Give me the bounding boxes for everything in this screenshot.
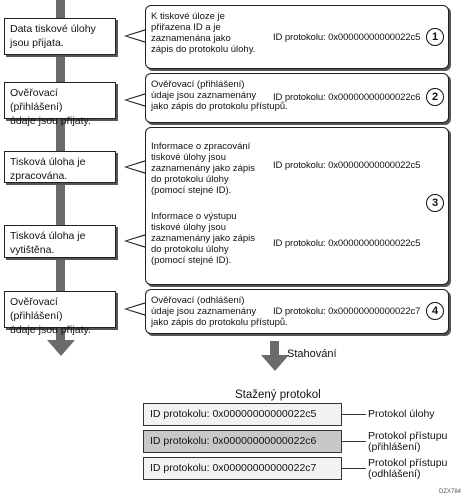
log-row-login-connector [342, 441, 366, 442]
callout-pointer-4-fill [127, 303, 147, 315]
card-4-note: Ověřovací (odhlášení) údaje jsou zazname… [151, 295, 288, 328]
log-label-access-logout: Protokol přístupu (odhlášení) [368, 457, 448, 480]
card-4-log-id: ID protokolu: 0x00000000000022c7 [273, 306, 421, 317]
log-row-job-connector [342, 414, 366, 415]
step-number-1: 1 [426, 28, 444, 46]
card-3-log-id-output: ID protokolu: 0x00000000000022c5 [273, 238, 421, 249]
download-label: Stahování [287, 348, 337, 360]
download-arrow-head [261, 355, 289, 371]
callout-pointer-1-fill [127, 30, 147, 42]
log-card-1: K tiskové úloze je přiřazena ID a je zaz… [145, 5, 449, 69]
stage-box-4: Tisková úloha je vytištěna. [4, 225, 116, 258]
log-card-2: Ověřovací (přihlášení) údaje jsou zaznam… [145, 73, 449, 123]
log-row-access-logout: ID protokolu: 0x00000000000022c7 [143, 457, 342, 480]
card-1-log-id: ID protokolu: 0x00000000000022c5 [273, 32, 421, 43]
step-number-4: 4 [426, 302, 444, 320]
step-number-2: 2 [426, 88, 444, 106]
log-label-access-login: Protokol přístupu (přihlášení) [368, 430, 448, 453]
stage-box-5: Ověřovací (přihlášení) údaje jsou přijat… [4, 291, 116, 336]
log-row-access-login: ID protokolu: 0x00000000000022c6 [143, 430, 342, 453]
download-arrow [270, 341, 279, 355]
callout-pointer-2-fill [127, 94, 147, 106]
callout-pointer-3a-fill [127, 161, 147, 173]
card-1-note: K tiskové úloze je přiřazena ID a je zaz… [151, 11, 256, 55]
card-2-note: Ověřovací (přihlášení) údaje jsou zaznam… [151, 79, 288, 112]
card-3-note-output: Informace o výstupu tiskové úlohy jsou z… [151, 211, 256, 266]
timeline-arrow-head [47, 340, 75, 356]
log-row-logout-connector [342, 468, 366, 469]
log-card-3: Informace o zpracování tiskové úlohy jso… [145, 127, 449, 285]
stage-box-2: Ověřovací (přihlášení) údaje jsou přijat… [4, 82, 116, 127]
card-3-log-id-processing: ID protokolu: 0x00000000000022c5 [273, 160, 421, 171]
card-3-note-processing: Informace o zpracování tiskové úlohy jso… [151, 141, 256, 196]
log-row-job: ID protokolu: 0x00000000000022c5 [143, 403, 342, 426]
card-2-log-id: ID protokolu: 0x00000000000022c6 [273, 92, 421, 103]
log-label-job: Protokol úlohy [368, 408, 435, 420]
log-card-4: Ověřovací (odhlášení) údaje jsou zazname… [145, 289, 449, 334]
stage-box-1: Data tiskové úlohy jsou přijata. [4, 18, 116, 55]
stage-box-3: Tisková úloha je zpracována. [4, 151, 116, 183]
figure-code: DZX784 [438, 489, 461, 495]
callout-pointer-3b-fill [127, 235, 147, 247]
step-number-3: 3 [426, 194, 444, 212]
downloaded-log-title: Stažený protokol [235, 389, 321, 401]
